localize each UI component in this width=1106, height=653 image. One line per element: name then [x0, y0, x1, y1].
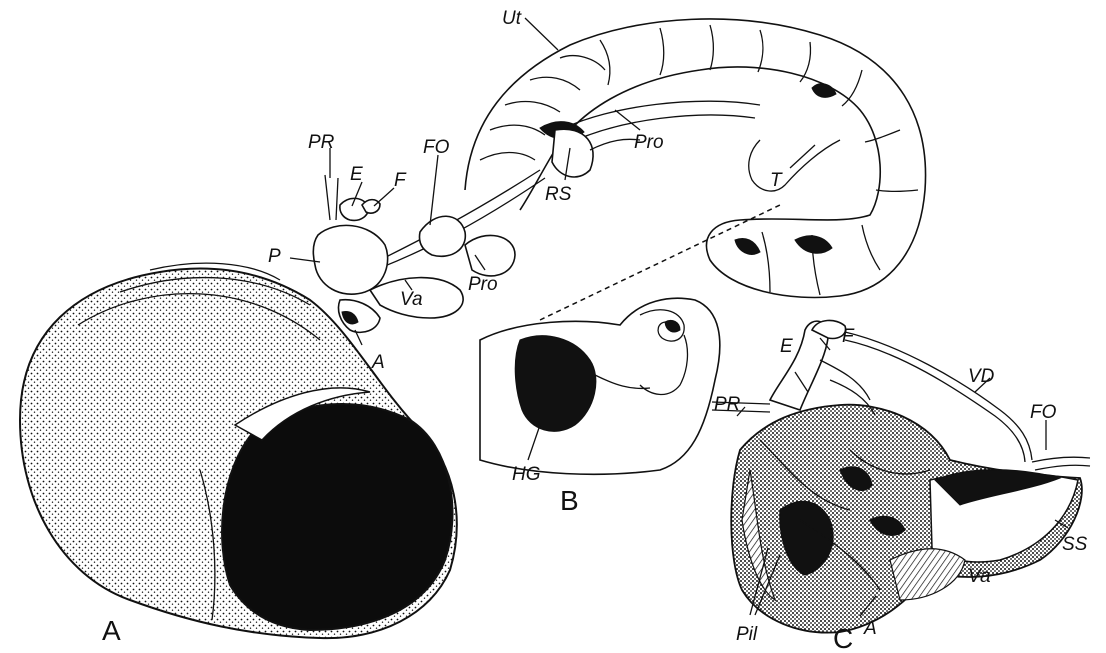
penis [313, 225, 387, 294]
label-f: F [394, 170, 407, 191]
label-p: P [268, 246, 281, 267]
label-e: E [350, 164, 363, 185]
label-fo: FO [423, 137, 450, 158]
label-c-fo: FO [1030, 402, 1057, 423]
label-c-ss: SS [1062, 534, 1088, 555]
label-c-pr: PR [714, 394, 741, 415]
shell-aperture [222, 404, 452, 630]
label-c-vd: VD [968, 366, 995, 387]
label-hg: HG [512, 464, 541, 485]
shell-drawing: A [20, 263, 457, 646]
panel-label-b: B [560, 485, 579, 516]
panel-label-c: C [833, 623, 853, 653]
label-t: T [770, 170, 783, 191]
label-c-pil: Pil [736, 624, 758, 645]
label-c-e: E [780, 336, 793, 357]
label-pro-lower: Pro [468, 274, 498, 295]
label-ut: Ut [502, 8, 522, 29]
label-c-va: Va [968, 566, 991, 587]
label-rs: RS [545, 184, 572, 205]
opened-genitalia-c: C [712, 320, 1090, 653]
panel-label-a: A [102, 615, 121, 646]
label-va: Va [400, 289, 423, 310]
label-a: A [371, 352, 385, 373]
label-c-f: F [842, 326, 855, 347]
label-pr: PR [308, 132, 335, 153]
label-pro-upper: Pro [634, 132, 664, 153]
uterus-tube [465, 19, 926, 298]
label-c-a: A [863, 618, 877, 639]
